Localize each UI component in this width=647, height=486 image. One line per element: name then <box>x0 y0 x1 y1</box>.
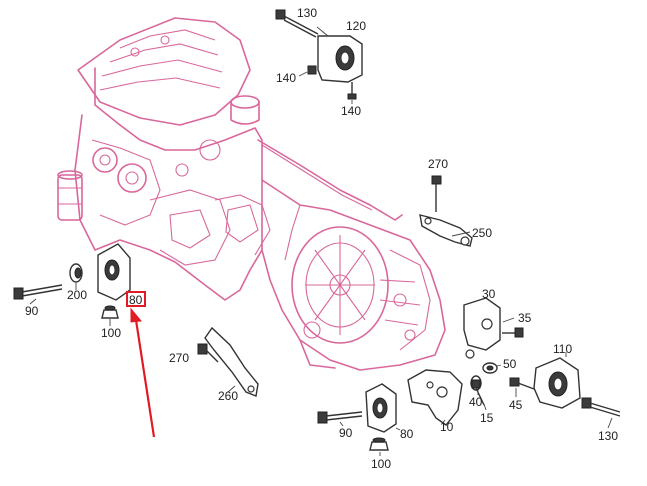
label-30: 30 <box>482 287 496 301</box>
nut-100-bottom <box>369 437 389 451</box>
bolt-130-top <box>275 9 319 38</box>
label-140-bottom: 140 <box>341 104 361 118</box>
label-90-left: 90 <box>25 304 39 318</box>
label-15: 15 <box>480 411 494 425</box>
bracket-250 <box>419 214 473 247</box>
label-80-boxed: 80 <box>129 293 143 307</box>
label-270-right: 270 <box>428 157 448 171</box>
engine-mount-110 <box>533 357 581 409</box>
nut-100-left <box>101 305 119 319</box>
label-270-left: 270 <box>169 351 189 365</box>
label-10: 10 <box>440 420 454 434</box>
transmission <box>257 139 446 371</box>
label-50: 50 <box>503 357 517 371</box>
highlight-arrow <box>130 307 156 438</box>
washer-200 <box>69 263 83 283</box>
label-140-left: 140 <box>276 71 296 85</box>
label-100-left: 100 <box>101 326 121 340</box>
label-130-bottom: 130 <box>598 429 618 443</box>
ring-40 <box>470 375 482 391</box>
label-120: 120 <box>346 19 366 33</box>
label-40: 40 <box>469 395 483 409</box>
bolt-270-right <box>431 175 442 212</box>
label-200: 200 <box>67 288 87 302</box>
bolt-45 <box>509 377 535 390</box>
label-80-bottom: 80 <box>400 427 414 441</box>
bolt-130-bottom <box>581 397 621 417</box>
engine-mount-80-bottom <box>365 383 397 433</box>
label-260: 260 <box>218 389 238 403</box>
bolt-90-left <box>13 284 63 300</box>
highlight-box <box>126 291 146 307</box>
bolt-270-left <box>197 343 219 363</box>
bolt-15 <box>471 379 485 406</box>
engine-mount-120 <box>307 35 363 100</box>
bolt-90-bottom <box>317 411 363 424</box>
label-100-bottom: 100 <box>371 457 391 471</box>
bracket-30 <box>463 297 524 359</box>
label-45: 45 <box>509 398 523 412</box>
bracket-260 <box>204 326 259 397</box>
engine-block <box>57 17 271 301</box>
washer-50 <box>482 362 498 374</box>
engine-mount-80-left <box>97 243 131 301</box>
label-250: 250 <box>472 226 492 240</box>
bracket-10 <box>407 369 463 426</box>
label-130-top: 130 <box>297 6 317 20</box>
label-90-bottom: 90 <box>339 426 353 440</box>
leader-lines <box>29 26 613 456</box>
label-35: 35 <box>518 311 532 325</box>
label-110: 110 <box>553 342 572 356</box>
